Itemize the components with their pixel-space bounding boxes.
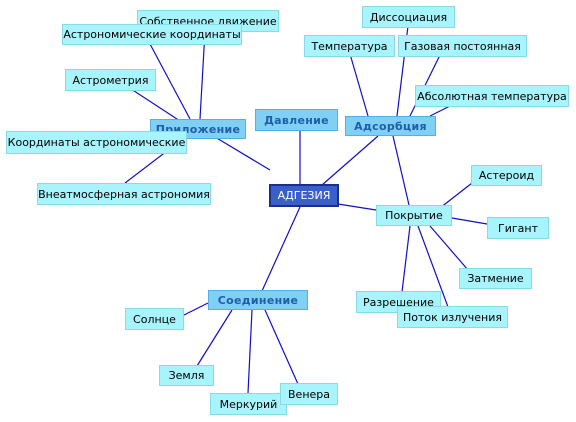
node-temperatura[interactable]: Температура (304, 35, 395, 57)
link-pokrytie-potok (417, 225, 449, 308)
link-adsorbtsiya-temperatura (349, 53, 369, 117)
link-prilozhenie-astrometriya (124, 84, 181, 122)
link-soedinenie-merkuriy (247, 309, 253, 394)
node-solntse[interactable]: Солнце (125, 308, 184, 330)
link-adsorbtsiya-pokrytie (392, 135, 410, 206)
link-pokrytie-razreshenie (401, 225, 411, 293)
link-center-prilozhenie (214, 136, 271, 171)
node-merkuriy[interactable]: Меркурий (210, 393, 287, 415)
link-center-soedinenie (261, 206, 301, 292)
link-prilozhenie-sobstvennoe (199, 30, 206, 120)
link-pokrytie-asteroid (439, 182, 473, 209)
branch-davlenie[interactable]: Давление (255, 109, 338, 131)
node-zemlya[interactable]: Земля (159, 365, 214, 386)
link-center-adsorbtsiya (321, 135, 379, 186)
node-venera[interactable]: Венера (280, 383, 338, 405)
link-pokrytie-gigant (451, 217, 488, 225)
node-asteroid[interactable]: Астероид (471, 165, 542, 186)
node-gigant[interactable]: Гигант (487, 217, 549, 239)
link-soedinenie-venera (264, 309, 299, 385)
node-potok-izlucheniya[interactable]: Поток излучения (397, 306, 508, 328)
node-koordinaty-astronomicheskie[interactable]: Координаты астрономические (6, 131, 187, 154)
link-soedinenie-solntse (181, 302, 209, 317)
node-absolyutnaya-temperatura[interactable]: Абсолютная температура (415, 85, 569, 107)
node-gazovaya-postoyannaya[interactable]: Газовая постоянная (398, 35, 527, 57)
link-pokrytie-zatmenie (429, 225, 469, 271)
node-astrometriya[interactable]: Астрометрия (65, 69, 156, 91)
branch-adsorbtsiya[interactable]: Адсорбция (345, 116, 436, 136)
link-soedinenie-zemlya (196, 309, 233, 367)
link-center-pokrytie (337, 203, 377, 211)
link-prilozhenie-astro-koord (149, 43, 191, 120)
node-dissotsiatsiya[interactable]: Диссоциация (362, 6, 455, 28)
branch-soedinenie[interactable]: Соединение (208, 290, 308, 310)
center-node[interactable]: АДГЕЗИЯ (269, 184, 339, 207)
node-astronomicheskie-koordinaty[interactable]: Астрономические координаты (62, 24, 242, 45)
node-vneatmosfernaya[interactable]: Внеатмосферная астрономия (37, 183, 211, 205)
node-pokrytie[interactable]: Покрытие (376, 205, 452, 226)
node-zatmenie[interactable]: Затмение (459, 268, 532, 289)
